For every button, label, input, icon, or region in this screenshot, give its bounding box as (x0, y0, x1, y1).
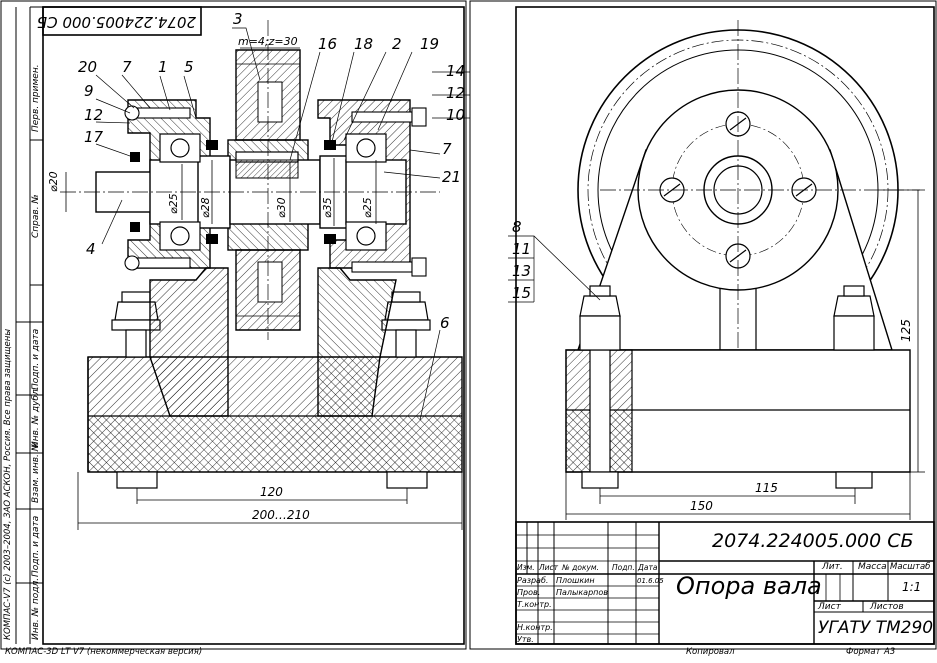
title-block (515, 521, 935, 645)
tb-designation: 2074.224005.000 СБ (712, 530, 914, 552)
dim-200-210: 200…210 (252, 508, 310, 522)
tb-scale-label: Масштаб (890, 562, 931, 572)
dimension-lines (65, 158, 463, 530)
dim-125: 125 (899, 319, 913, 342)
copyright-vertical: КОМПАС-V7 (с) 2003–2004, ЗАО АСКОН, Росс… (3, 328, 13, 640)
dim-d28: ⌀28 (199, 197, 212, 218)
balloon-21: 21 (442, 168, 462, 186)
tb-sheet-label: Лист (818, 602, 841, 612)
tb-lit-label: Лит. (822, 562, 843, 572)
tb-head-list: Лист (539, 563, 559, 572)
tb-head-dokum: № докум. (562, 563, 599, 572)
tb-head-data: Дата (638, 563, 658, 572)
footer-copied: Копировал (686, 647, 735, 657)
tb-org: УГАТУ ТМ290 (818, 618, 934, 638)
stamp-vzam-inv: Взам. инв. № (31, 441, 41, 503)
balloon-6: 6 (440, 314, 450, 332)
right-bolt-stack (381, 291, 431, 489)
balloon-11: 11 (512, 240, 532, 258)
balloon-12l: 12 (84, 106, 104, 124)
balloon-7a: 7 (122, 58, 132, 76)
gear-module-label: m=4;z=30 (238, 35, 298, 48)
footer-left-note: КОМПАС-3D LT V7 (некоммерческая версия) (5, 647, 203, 657)
dim-d25a: ⌀25 (167, 193, 180, 214)
tb-name-razrab: Плошкин (556, 576, 595, 585)
stamp-sprav-no: Справ. № (31, 194, 41, 238)
tb-name-prov: Палыкарпов (556, 588, 608, 597)
balloon-18: 18 (354, 35, 374, 53)
balloon-20: 20 (78, 58, 98, 76)
bearings (159, 133, 387, 251)
stamp-inv-dubl: Инв. № дубл. (31, 386, 41, 448)
cover-screws-left (124, 105, 191, 271)
dim-150: 150 (690, 499, 713, 513)
balloon-8: 8 (512, 218, 522, 236)
cover-screws-right (351, 107, 427, 277)
balloon-17: 17 (84, 128, 104, 146)
tb-head-podp: Подп. (612, 563, 635, 572)
balloon-7b: 7 (442, 140, 452, 158)
balloon-3: 3 (233, 10, 243, 28)
sheet1-frame (0, 0, 467, 650)
tb-role-tkontr: Т.контр. (517, 600, 552, 609)
dim-120: 120 (260, 485, 283, 499)
stamp-podp-data2: Подп. и дата (31, 515, 41, 577)
dim-d35: ⌀35 (321, 197, 334, 218)
tb-role-utv: Утв. (517, 635, 534, 644)
dim-d25b: ⌀25 (361, 197, 374, 218)
balloon-12r: 12 (446, 84, 466, 102)
tb-head-izm: Изм. (517, 563, 535, 572)
right-support (317, 267, 397, 417)
tb-role-nkontr: Н.контр. (517, 623, 553, 632)
balloon-5: 5 (184, 58, 194, 76)
section-view (60, 20, 470, 530)
stamp-inv-podl: Инв. № подл. (31, 577, 41, 640)
balloon-4: 4 (86, 240, 96, 258)
tb-name: Опора вала (676, 572, 822, 600)
tb-role-prov: Пров. (517, 588, 541, 597)
rotated-code: 2074.224005.000 СБ (36, 13, 196, 31)
tb-sheets-label: Листов (870, 602, 904, 612)
balloon-16: 16 (318, 35, 338, 53)
balloon-19: 19 (420, 35, 440, 53)
stamp-perv-primen: Перв. примен. (31, 64, 41, 132)
tb-role-razrab: Разраб. (517, 576, 549, 585)
footer-format-value: А3 (884, 647, 896, 657)
balloon-2: 2 (392, 35, 402, 53)
leaders (95, 27, 470, 421)
balloon-1: 1 (158, 58, 168, 76)
balloon-13: 13 (512, 262, 532, 280)
dim-115: 115 (755, 481, 778, 495)
balloon-15: 15 (512, 284, 532, 302)
dim-d30: ⌀30 (275, 197, 288, 218)
balloon-10: 10 (446, 106, 466, 124)
stamp-podp-data1: Подп. и дата (31, 328, 41, 390)
footer-format: Формат (846, 647, 881, 657)
side-bolts (579, 285, 875, 489)
tb-date-razrab: 01.6.05 (637, 577, 664, 585)
balloon-9: 9 (84, 82, 94, 100)
tb-scale-value: 1:1 (902, 580, 922, 594)
left-support (149, 267, 229, 417)
dim-d20: ⌀20 (47, 171, 60, 192)
balloon-14: 14 (446, 62, 466, 80)
tb-mass-label: Масса (858, 562, 887, 572)
side-view (508, 20, 925, 520)
